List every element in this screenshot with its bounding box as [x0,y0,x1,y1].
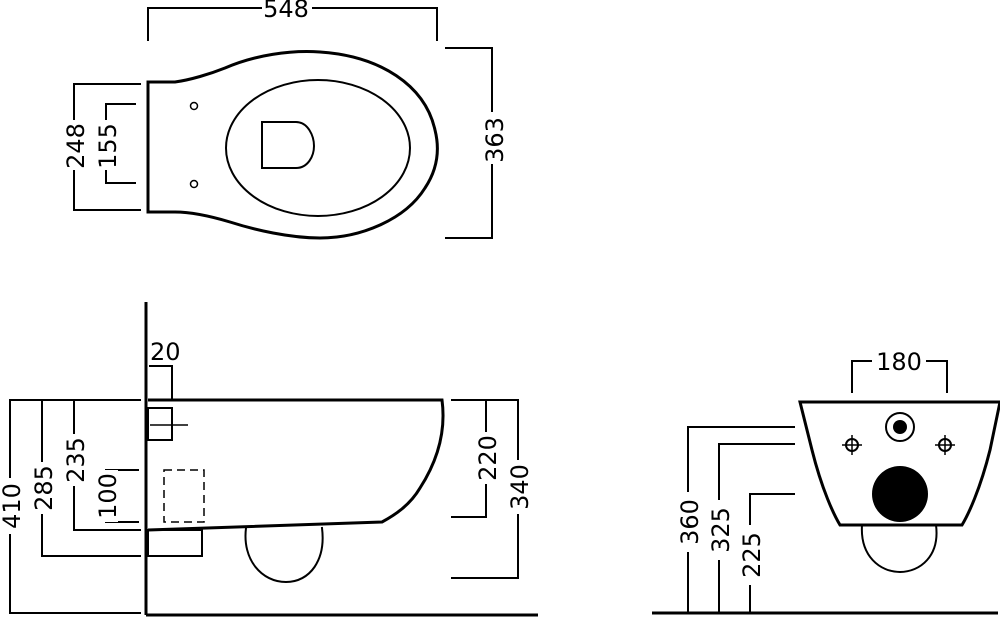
trap-outline-side [244,526,324,584]
fixing-bolt-right [935,435,955,455]
height-360-label: 360 [676,499,704,545]
height-235-label: 235 [62,437,90,483]
bowl-opening [225,79,411,217]
water-inlet-outer [885,412,915,442]
front-view: 180 360 325 225 [652,348,1000,615]
trap-outline-front [860,523,938,574]
height-220-label: 220 [474,435,502,481]
top-view: 548 363 248 155 [62,0,509,240]
seat-fixing-hole [189,101,199,111]
waste-outlet-block [147,529,203,557]
depth-label: 363 [481,117,509,163]
toilet-outline-front [798,400,1000,527]
inlet-dashed [163,469,205,523]
height-325-label: 325 [707,507,735,553]
height-285-label: 285 [30,465,58,511]
bolt-block [147,407,173,441]
height-410-label: 410 [0,483,26,529]
fixing-spacing-label: 180 [876,348,922,376]
fixing-bolt-left [842,435,862,455]
drain-outline [261,121,316,169]
waste-outlet-circle [872,466,928,522]
seat-fixing-hole [189,179,199,189]
height-225-label: 225 [738,532,766,578]
height-100-label: 100 [94,473,122,519]
offset-dimension-line [149,365,173,399]
inner-bracket-label: 155 [94,123,122,169]
side-view: 20 410 285 235 100 220 340 [0,302,538,617]
toilet-outline-top [146,50,439,240]
offset-label: 20 [150,338,181,366]
toilet-outline-side [147,398,445,532]
outer-bracket-label: 248 [62,123,90,169]
water-inlet-inner [893,420,907,434]
height-340-label: 340 [506,464,534,510]
width-label: 548 [263,0,309,23]
